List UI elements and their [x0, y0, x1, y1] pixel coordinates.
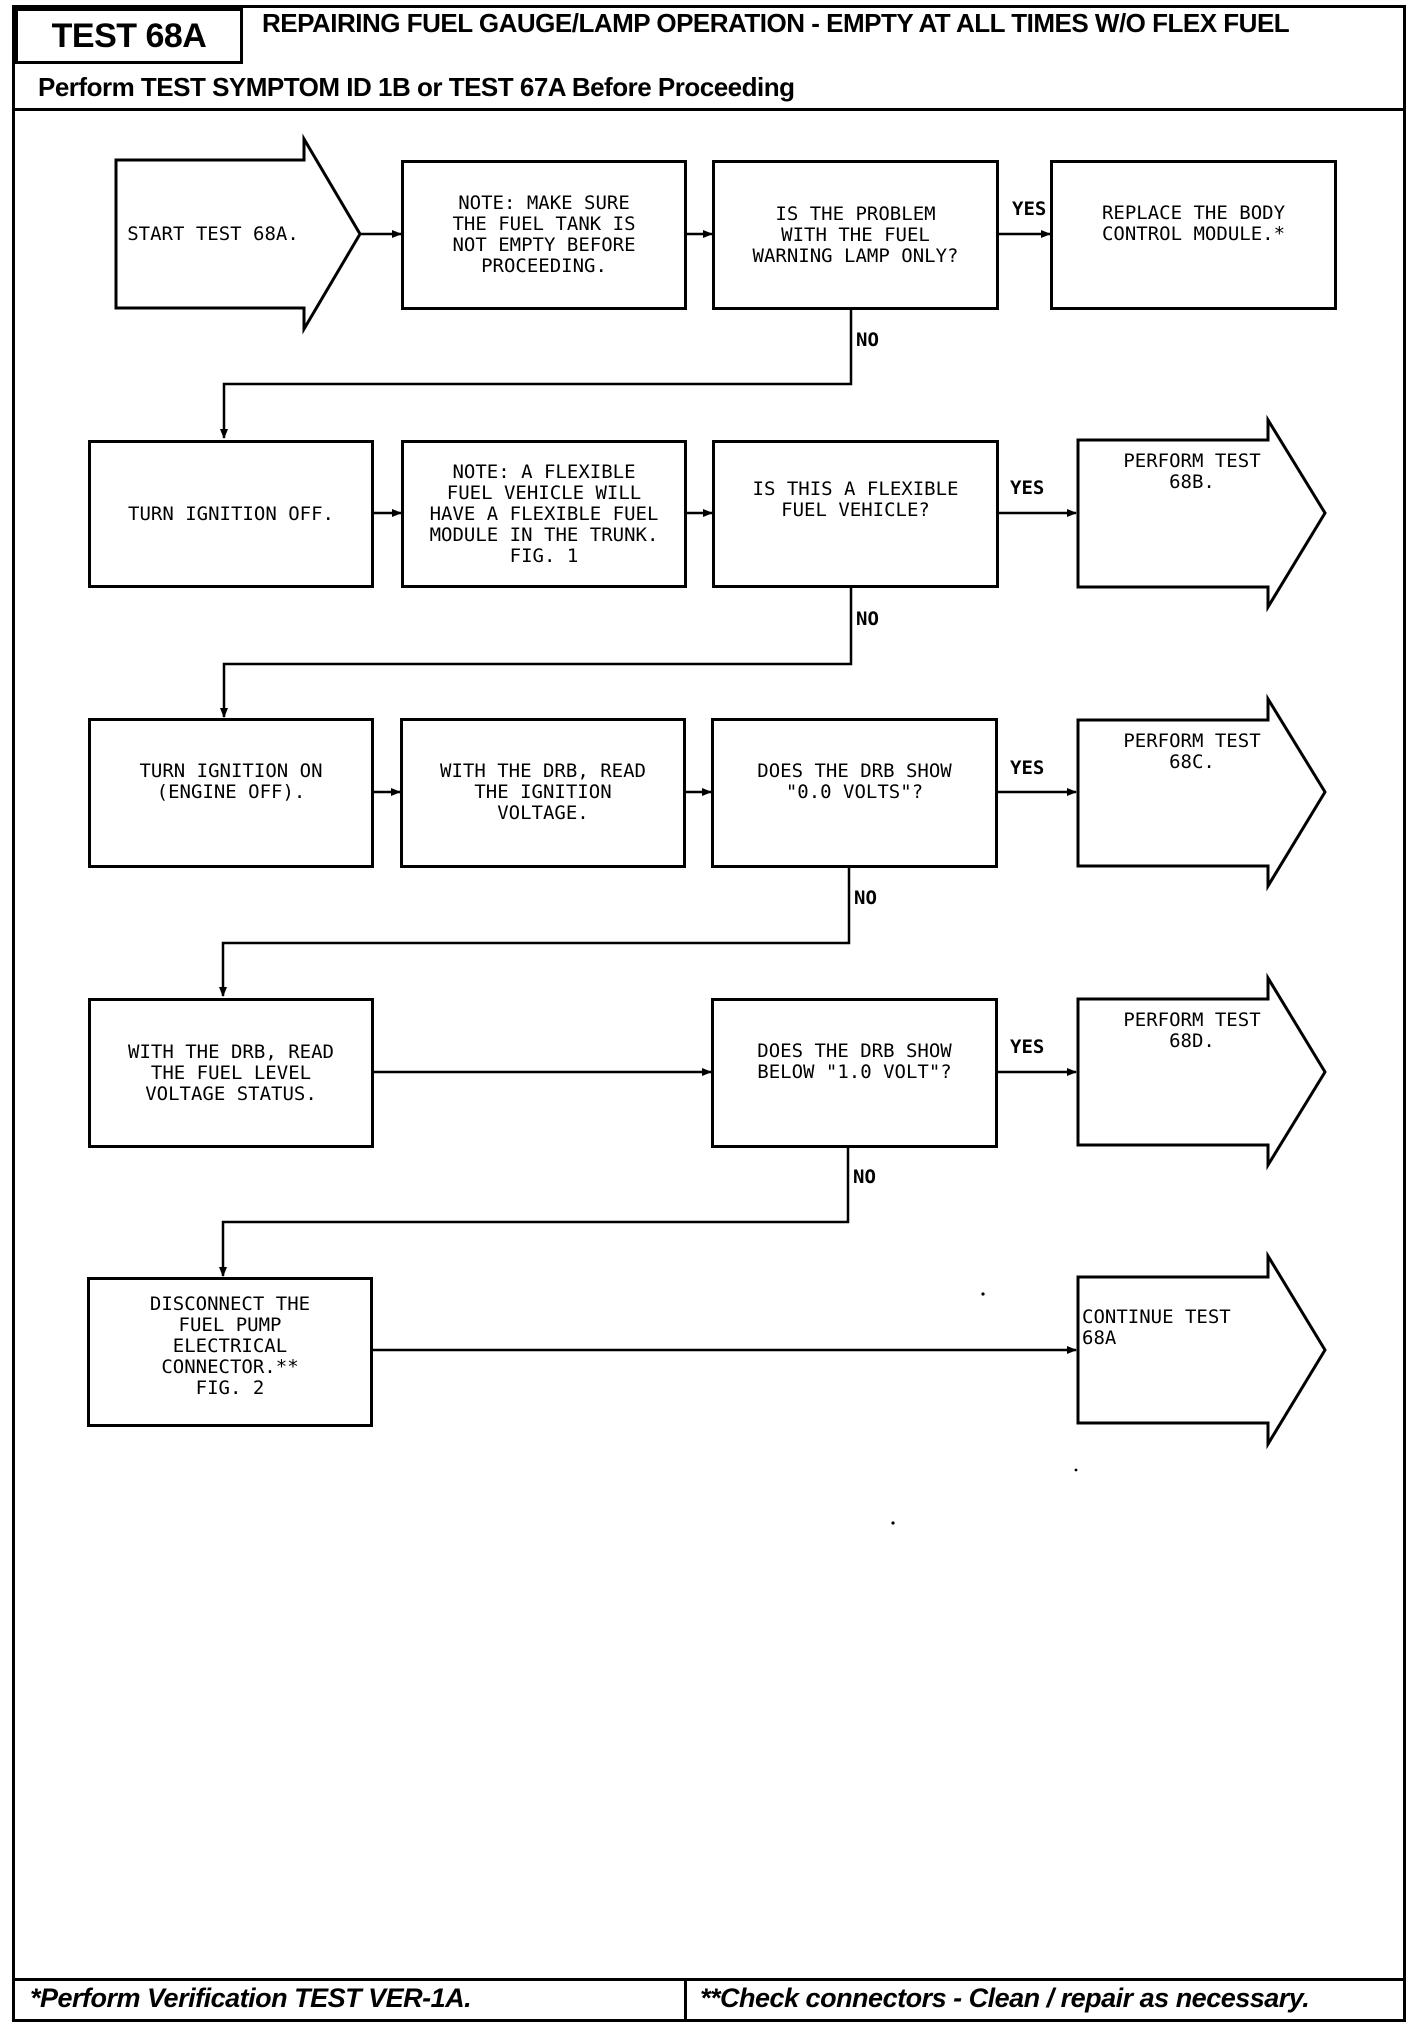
q-warning-lamp-box: IS THE PROBLEM WITH THE FUEL WARNING LAM… [712, 160, 999, 310]
connector-no-row1 [220, 309, 853, 439]
continue-68a-arrow-shape [1076, 1250, 1327, 1450]
replace-bcm-box: REPLACE THE BODY CONTROL MODULE.* [1050, 160, 1337, 310]
note-flex-box: NOTE: A FLEXIBLE FUEL VEHICLE WILL HAVE … [401, 440, 687, 588]
yes-label-row2: YES [1010, 477, 1045, 499]
test-id: TEST 68A [15, 8, 243, 64]
note-flex-text: NOTE: A FLEXIBLE FUEL VEHICLE WILL HAVE … [429, 460, 659, 567]
start-arrow-shape [114, 133, 362, 335]
read-fuel-level-text: WITH THE DRB, READ THE FUEL LEVEL VOLTAG… [128, 1040, 334, 1105]
q-zero-volts-text: DOES THE DRB SHOW "0.0 VOLTS"? [757, 760, 952, 803]
turn-ignition-on-box: TURN IGNITION ON (ENGINE OFF). [88, 718, 374, 868]
q-flex-box: IS THIS A FLEXIBLE FUEL VEHICLE? [712, 440, 999, 588]
read-ignition-voltage-text: WITH THE DRB, READ THE IGNITION VOLTAGE. [440, 760, 646, 824]
perform-68c-text: PERFORM TEST 68C. [1123, 730, 1261, 773]
perform-68b-text: PERFORM TEST 68B. [1123, 450, 1261, 493]
continue-68a-text: CONTINUE TEST 68A [1082, 1306, 1231, 1349]
header-divider [15, 108, 1403, 111]
perform-68b-arrow-shape [1076, 414, 1327, 613]
yes-label-row4: YES [1010, 1036, 1045, 1058]
q-below-one-volt-text: DOES THE DRB SHOW BELOW "1.0 VOLT"? [757, 1040, 952, 1083]
q-zero-volts-box: DOES THE DRB SHOW "0.0 VOLTS"? [711, 718, 998, 868]
turn-ignition-on-text: TURN IGNITION ON (ENGINE OFF). [139, 760, 323, 803]
perform-68d-arrow-shape [1076, 972, 1327, 1171]
q-below-one-volt-box: DOES THE DRB SHOW BELOW "1.0 VOLT"? [711, 998, 998, 1148]
connector-no-row3 [219, 867, 851, 997]
yes-label-row1: YES [1012, 198, 1047, 220]
disconnect-connector-box: DISCONNECT THE FUEL PUMP ELECTRICAL CONN… [87, 1277, 373, 1427]
note-fuel-tank-box: NOTE: MAKE SURE THE FUEL TANK IS NOT EMP… [401, 160, 687, 310]
no-label-row1: NO [856, 329, 879, 351]
connector-no-row2 [220, 587, 853, 718]
q-warning-lamp-text: IS THE PROBLEM WITH THE FUEL WARNING LAM… [752, 202, 959, 267]
prerequisite-note: Perform TEST SYMPTOM ID 1B or TEST 67A B… [38, 72, 795, 102]
no-label-row2: NO [856, 608, 879, 630]
page-title: REPAIRING FUEL GAUGE/LAMP OPERATION - EM… [262, 8, 1290, 38]
perform-68d-text: PERFORM TEST 68D. [1123, 1009, 1261, 1052]
replace-bcm-text: REPLACE THE BODY CONTROL MODULE.* [1101, 202, 1286, 245]
footer-verification-note: *Perform Verification TEST VER-1A. [30, 1983, 472, 2013]
turn-ignition-off-box: TURN IGNITION OFF. [88, 440, 374, 588]
q-flex-text: IS THIS A FLEXIBLE FUEL VEHICLE? [752, 478, 959, 521]
read-fuel-level-box: WITH THE DRB, READ THE FUEL LEVEL VOLTAG… [88, 998, 374, 1148]
footer-connector-note: **Check connectors - Clean / repair as n… [700, 1983, 1310, 2013]
start-test-text: START TEST 68A. [127, 222, 299, 245]
turn-ignition-off-text: TURN IGNITION OFF. [128, 502, 334, 525]
no-label-row4: NO [853, 1166, 876, 1188]
connector-no-row4 [219, 1147, 850, 1277]
read-ignition-voltage-box: WITH THE DRB, READ THE IGNITION VOLTAGE. [400, 718, 686, 868]
page-frame [12, 5, 1406, 2022]
note-fuel-tank-text: NOTE: MAKE SURE THE FUEL TANK IS NOT EMP… [452, 192, 636, 277]
footer-divider [15, 1978, 1403, 1981]
yes-label-row3: YES [1010, 757, 1045, 779]
perform-68c-arrow-shape [1076, 693, 1327, 892]
no-label-row3: NO [854, 887, 877, 909]
footer-separator [684, 1978, 687, 2022]
disconnect-connector-text: DISCONNECT THE FUEL PUMP ELECTRICAL CONN… [149, 1293, 311, 1399]
